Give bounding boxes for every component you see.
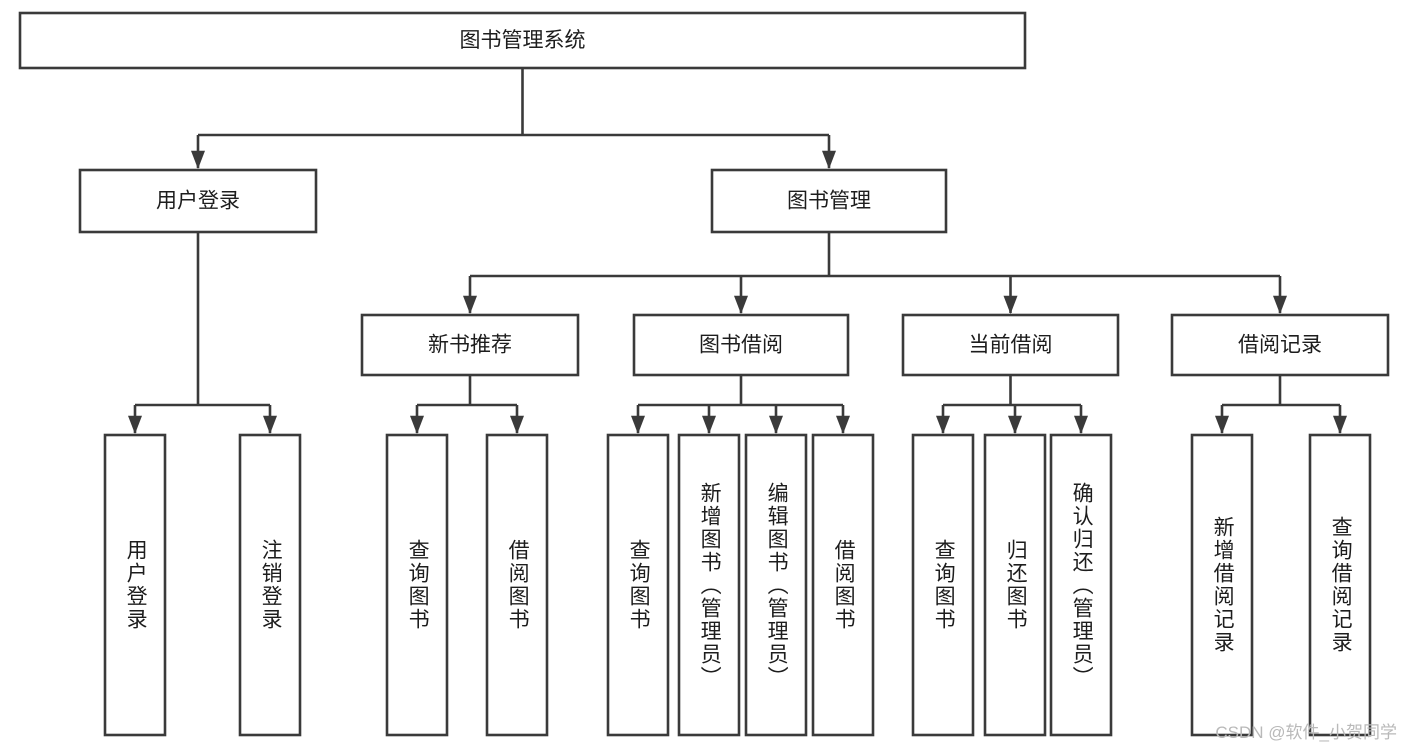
level2-node-current-borrow[interactable]: 当前借阅 bbox=[901, 313, 1120, 377]
leaf-node-leaf-query-book-1[interactable] bbox=[385, 433, 449, 737]
leaf-node-leaf-add-book[interactable] bbox=[677, 433, 741, 737]
arrow-head bbox=[769, 415, 783, 434]
leaf-node-leaf-user-login[interactable] bbox=[103, 433, 167, 737]
leaf-node-leaf-add-record[interactable] bbox=[1190, 433, 1254, 737]
node-label: 图书管理系统 bbox=[460, 29, 586, 52]
arrow-head bbox=[1074, 415, 1088, 434]
leaf-node-leaf-edit-book[interactable] bbox=[744, 433, 808, 737]
leaf-node-leaf-borrow-book-2[interactable] bbox=[811, 433, 875, 737]
arrow-head bbox=[1215, 415, 1229, 434]
node-label: 新书推荐 bbox=[428, 334, 512, 357]
arrow-head bbox=[410, 415, 424, 434]
arrow-head bbox=[191, 150, 205, 169]
arrow-head bbox=[1333, 415, 1347, 434]
arrow-head bbox=[128, 415, 142, 434]
leaf-node-leaf-query-book-2[interactable] bbox=[606, 433, 670, 737]
arrow-head bbox=[822, 150, 836, 169]
arrow-head bbox=[463, 295, 477, 314]
node-label: 用户登录 bbox=[156, 190, 240, 213]
arrow-head bbox=[734, 295, 748, 314]
arrow-head bbox=[1008, 415, 1022, 434]
arrow-head bbox=[1003, 295, 1018, 314]
level2-node-new-book-recommend[interactable]: 新书推荐 bbox=[360, 313, 580, 377]
connector-layer bbox=[128, 68, 1347, 434]
arrow-head bbox=[702, 415, 716, 434]
level2-node-book-borrow[interactable]: 图书借阅 bbox=[632, 313, 850, 377]
leaf-node-leaf-logout[interactable] bbox=[238, 433, 302, 737]
arrow-head bbox=[1273, 295, 1287, 314]
leaf-node-leaf-borrow-book-1[interactable] bbox=[485, 433, 549, 737]
arrow-head bbox=[836, 415, 850, 434]
leaf-node-leaf-query-book-3[interactable] bbox=[911, 433, 975, 737]
arrow-head bbox=[936, 415, 950, 434]
leaf-node-leaf-query-record[interactable] bbox=[1308, 433, 1372, 737]
watermark: CSDN @软件_小贺同学 bbox=[1215, 723, 1397, 742]
arrow-head bbox=[510, 415, 524, 434]
level1-node-user-login[interactable]: 用户登录 bbox=[78, 168, 318, 234]
node-label: 借阅记录 bbox=[1238, 334, 1322, 357]
level2-node-borrow-record[interactable]: 借阅记录 bbox=[1170, 313, 1390, 377]
node-label: 图书借阅 bbox=[699, 334, 783, 357]
root-node-book-management-system[interactable]: 图书管理系统 bbox=[18, 11, 1027, 70]
arrow-head bbox=[263, 415, 277, 434]
leaf-node-leaf-confirm-return[interactable] bbox=[1049, 433, 1113, 737]
leaf-node-leaf-return-book[interactable] bbox=[983, 433, 1047, 737]
level1-node-book-manage[interactable]: 图书管理 bbox=[710, 168, 948, 234]
node-label: 当前借阅 bbox=[969, 334, 1053, 357]
arrow-head bbox=[631, 415, 645, 434]
node-label: 图书管理 bbox=[787, 190, 871, 213]
